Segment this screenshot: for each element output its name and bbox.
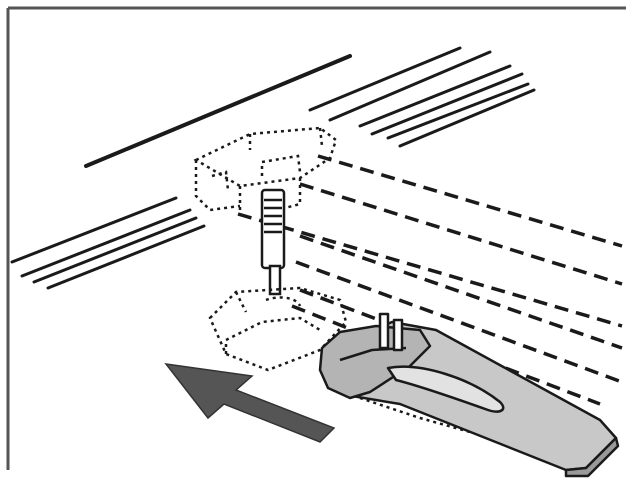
wrench-tool <box>318 312 620 478</box>
upper-rail <box>84 46 536 168</box>
base-pad <box>208 286 348 372</box>
lower-rail <box>10 196 206 290</box>
direction-arrow <box>164 363 336 443</box>
foot-bracket <box>193 126 338 216</box>
picture-frame <box>6 6 626 470</box>
leveling-foot <box>260 188 286 296</box>
